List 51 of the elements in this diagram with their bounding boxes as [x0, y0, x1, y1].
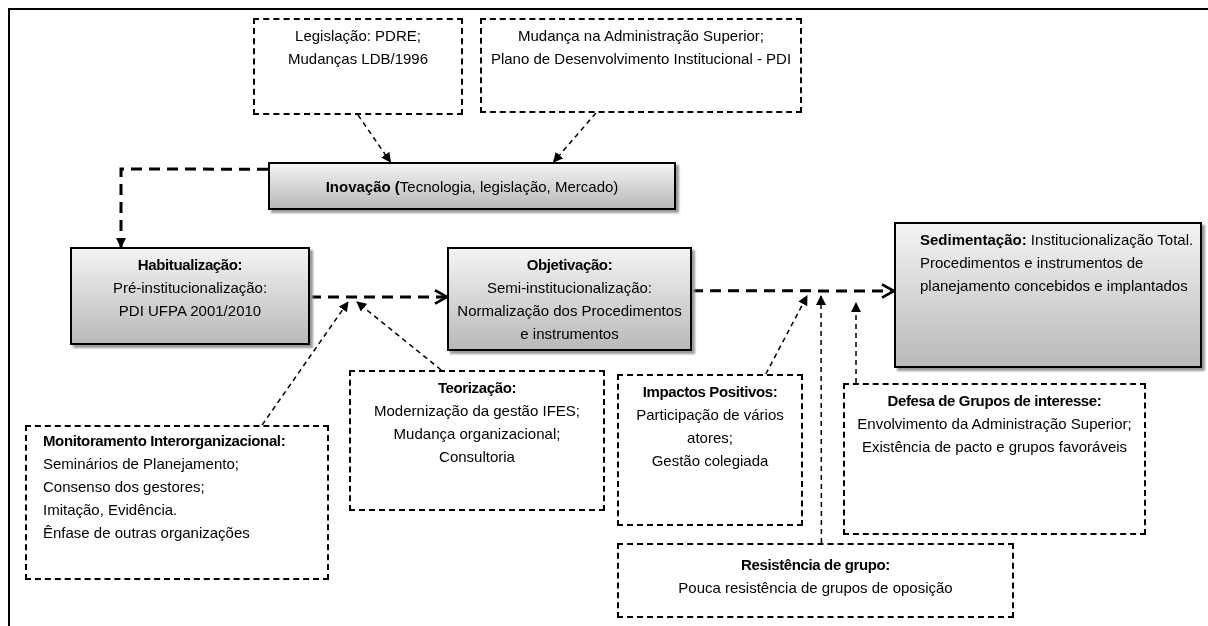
- box-text: Inovação (Tecnologia, legislação, Mercado): [324, 176, 620, 197]
- box-text: Seminários de Planejamento;: [42, 454, 240, 474]
- box-heading: Monitoramento Interorganizacional:: [42, 431, 287, 451]
- dashed-arrow: [116, 167, 268, 248]
- dashed-arrow: [552, 112, 597, 163]
- box-text: Ênfase de outras organizações: [42, 523, 251, 543]
- box-text: Envolvimento da Administração Superior;: [856, 414, 1133, 434]
- factor-box: [617, 374, 803, 526]
- factor-box: [349, 370, 605, 511]
- stage-box: [447, 247, 692, 351]
- dashed-arrow: [310, 288, 449, 305]
- box-text: Pouca resistência de grupos de oposição: [677, 578, 954, 598]
- box-text: Semi-institucionalização:: [485, 278, 654, 298]
- box-heading: Impactos Positivos:: [641, 382, 779, 402]
- box-text: Modernização da gestão IFES;: [373, 401, 581, 421]
- dashed-arrow: [692, 283, 896, 299]
- dashed-arrow: [356, 301, 442, 371]
- dashed-arrow: [261, 301, 349, 426]
- box-text: Imitação, Evidência.: [42, 500, 179, 520]
- factor-box: [253, 18, 463, 115]
- box-text: Gestão colegiada: [650, 451, 770, 471]
- box-text: Sedimentação: Institucionalização Total.: [919, 230, 1195, 250]
- box-text: Participação de vários atores;: [635, 405, 785, 448]
- box-heading: Teorização:: [436, 378, 518, 398]
- factor-box: [480, 18, 802, 113]
- box-heading: Objetivação:: [525, 255, 614, 275]
- box-text: Mudança organizacional;: [392, 424, 562, 444]
- stage-box: [268, 162, 676, 210]
- box-text: Pré-institucionalização:: [111, 278, 269, 298]
- stage-box: [894, 222, 1202, 368]
- box-text: Consultoria: [438, 447, 516, 467]
- box-text: Mudanças LDB/1996: [286, 49, 430, 69]
- box-text: Normalização dos Procedimentos e instrumentos: [456, 301, 683, 344]
- dashed-arrow: [851, 302, 861, 384]
- factor-box: [843, 383, 1146, 535]
- factor-box: [617, 543, 1014, 618]
- box-heading: Habitualização:: [136, 255, 244, 275]
- box-text: Mudança na Administração Superior;: [517, 26, 765, 46]
- stage-box: [70, 247, 310, 345]
- box-text: Procedimentos e instrumentos de planejamento concebidos e implantados: [919, 253, 1189, 296]
- box-heading: Resistência de grupo:: [740, 555, 891, 575]
- dashed-arrow: [765, 295, 808, 375]
- box-text: Plano de Desenvolvimento Institucional - PDI: [489, 49, 793, 69]
- box-heading: Defesa de Grupos de interesse:: [886, 391, 1103, 411]
- box-text: Existência de pacto e grupos favoráveis: [860, 437, 1129, 457]
- box-text: Consenso dos gestores;: [42, 477, 206, 497]
- dashed-arrow: [357, 114, 392, 163]
- dashed-arrow: [816, 295, 826, 544]
- box-text: Legislação: PDRE;: [294, 26, 422, 46]
- box-text: PDI UFPA 2001/2010: [117, 301, 263, 321]
- factor-box: [25, 425, 329, 580]
